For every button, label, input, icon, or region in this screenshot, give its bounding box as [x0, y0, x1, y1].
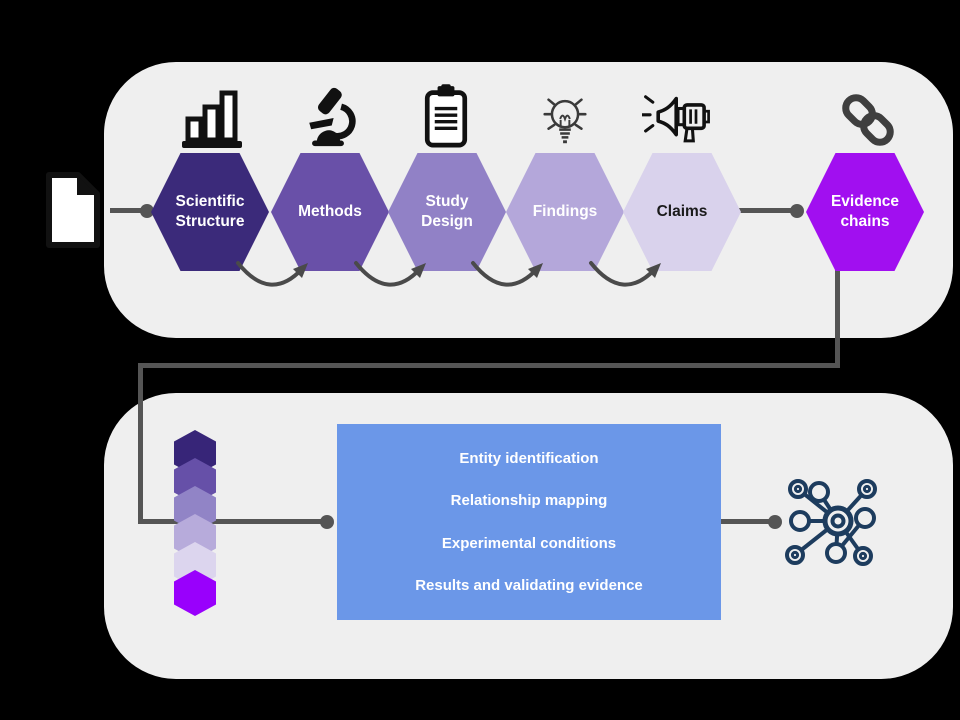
connector-line [138, 363, 143, 524]
connector-line [138, 363, 840, 368]
stack-hexagon [174, 570, 216, 616]
extraction-item: Results and validating evidence [415, 577, 643, 595]
stage-hexagon-scientific-structure: Scientific Structure [151, 153, 269, 271]
lightbulb-icon [519, 82, 611, 150]
network-graph-icon [783, 470, 891, 574]
extraction-item: Relationship mapping [450, 492, 608, 510]
clipboard-icon [400, 82, 492, 150]
microscope-icon [282, 82, 374, 150]
extraction-items-box: Entity identification Relationship mappi… [337, 424, 721, 620]
document-icon [44, 171, 102, 249]
connector-dot [320, 515, 334, 529]
flow-arrow-icon [585, 257, 665, 301]
chain-link-icon [822, 82, 914, 150]
connector-dot [140, 204, 154, 218]
stage-hexagon-evidence-chains: Evidence chains [806, 153, 924, 271]
connector-dot [790, 204, 804, 218]
connector-line [737, 208, 799, 213]
connector-line [110, 208, 148, 213]
megaphone-icon [632, 82, 724, 150]
stage-hexagon-claims: Claims [623, 153, 741, 271]
connector-line [138, 519, 200, 524]
flow-arrow-icon [350, 257, 430, 301]
flow-arrow-icon [467, 257, 547, 301]
flow-arrow-icon [232, 257, 312, 301]
extraction-item: Entity identification [459, 449, 599, 467]
connector-line [835, 266, 840, 368]
extraction-item: Experimental conditions [441, 534, 617, 552]
stage-hexagon-findings: Findings [506, 153, 624, 271]
bar-chart-icon [166, 82, 258, 150]
connector-line [720, 519, 778, 524]
connector-line [196, 519, 330, 524]
connector-dot [768, 515, 782, 529]
